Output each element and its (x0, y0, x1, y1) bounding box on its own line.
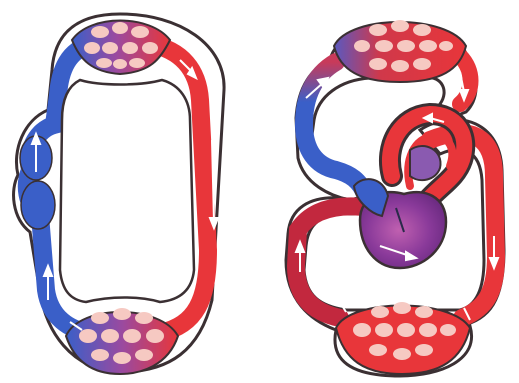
double-circuit-panel (286, 20, 504, 376)
single-circuit-panel (14, 14, 225, 374)
capillary-bed-top-right (334, 20, 466, 82)
single-circuit-inner (60, 80, 194, 302)
heart-atrium-right (410, 146, 441, 180)
bulb-chamber-lower (21, 181, 55, 229)
